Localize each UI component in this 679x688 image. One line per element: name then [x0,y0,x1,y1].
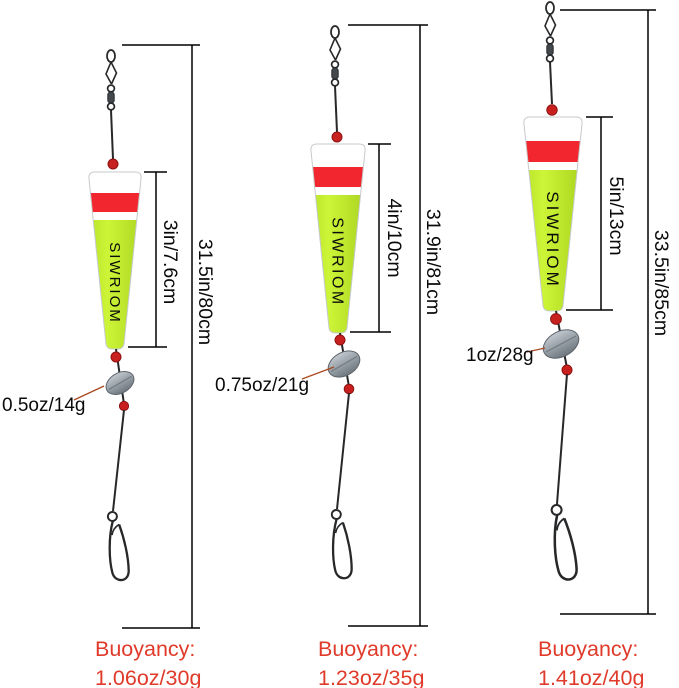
float-outline [88,171,142,350]
rig-3-snap-clip-icon [548,502,580,582]
rig-2-float-body: SIWRIOM [310,143,366,334]
rig-1-float-body: SIWRIOM [88,171,142,350]
rig-2-snap-clip-icon [328,508,354,581]
rig-3-bead-bottom [561,364,573,376]
rig-2-buoyancy-value: 1.23oz/35g [318,666,424,688]
rig-2-buoyancy-label: Buoyancy: [318,637,418,661]
rig-1-float-length-label: 3in/7.6cm [159,220,181,305]
rig-2-bead-top [331,131,343,143]
rig-3-brand-text: SIWRIOM [543,191,562,289]
rig-3-swivel-clip-icon [544,1,557,63]
rig-1-bead-mid [110,351,122,363]
float-red-stripe [88,193,142,212]
rig-3-wire-lower [556,373,568,505]
float-red-stripe [523,141,583,162]
rig-2-brand-text: SIWRIOM [328,217,345,307]
rig-2-wire-lower [336,392,350,510]
rig-1-small: 3in/7.6cm 31.5in/80cm SIWRIOM [2,44,216,688]
sinker-hole [330,355,358,373]
sinker-hole [545,335,577,353]
rig-2-medium: 4in/10cm 31.9in/81cm SIWRIOM [215,24,444,688]
rig-2-total-length-label: 31.9in/81cm [422,209,444,315]
rig-3-float-length-label: 5in/13cm [605,176,627,255]
rig-3-total-length-label: 33.5in/85cm [650,230,672,336]
rig-1-egg-sinker [105,371,135,395]
rig-1-float-dimension [128,171,167,348]
rig-2-total-dimension [348,24,428,627]
rig-1-buoyancy-value: 1.06oz/30g [95,666,201,688]
sinker-hole [108,375,132,391]
rig-1-buoyancy-label: Buoyancy: [95,637,195,661]
rig-1-weight-leader-line [73,385,105,401]
rig-2-bead-mid [334,334,346,346]
rig-2-float-length-label: 4in/10cm [383,198,405,277]
rig-3-bead-mid [550,313,562,325]
rig-1-wire-lower [112,409,125,512]
rig-3-float-dimension [566,116,613,311]
rig-3-egg-sinker [542,329,580,359]
rig-2-wire-upper [334,85,338,133]
rig-1-total-dimension [122,44,200,629]
rig-3-buoyancy-value: 1.41oz/40g [538,666,644,688]
rig-1-wire-upper [110,109,114,160]
float-outline [523,116,583,312]
rig-3-bead-top [546,104,558,116]
rig-1-weight-label: 0.5oz/14g [2,395,85,416]
rig-2-swivel-clip-icon [329,25,342,87]
rig-2-bead-bottom [343,383,355,395]
rig-1-snap-clip-icon [104,509,131,583]
rig-1-swivel-clip-icon [105,49,118,111]
rig-3-weight-label: 1oz/28g [466,345,534,366]
rig-3-total-dimension [560,9,656,615]
rig-3-float-body: SIWRIOM [523,116,583,312]
rig-2-float-dimension [350,143,391,333]
rig-3-buoyancy-label: Buoyancy: [538,637,638,661]
rig-3-weight-leader-line [526,347,546,353]
float-outline [310,143,366,334]
float-red-stripe [310,167,366,187]
rig-3-large: 5in/13cm 33.5in/85cm SIWRIOM [466,1,672,688]
rig-3-wire-upper [549,61,553,105]
rig-2-weight-leader-line [301,366,335,380]
rig-1-bead-bottom [118,400,130,412]
rig-1-brand-text: SIWRIOM [106,242,123,324]
rig-1-total-length-label: 31.5in/80cm [194,239,216,345]
rig-2-weight-label: 0.75oz/21g [215,375,309,396]
rig-2-egg-sinker [327,350,361,378]
rig-1-bead-top [107,158,119,170]
